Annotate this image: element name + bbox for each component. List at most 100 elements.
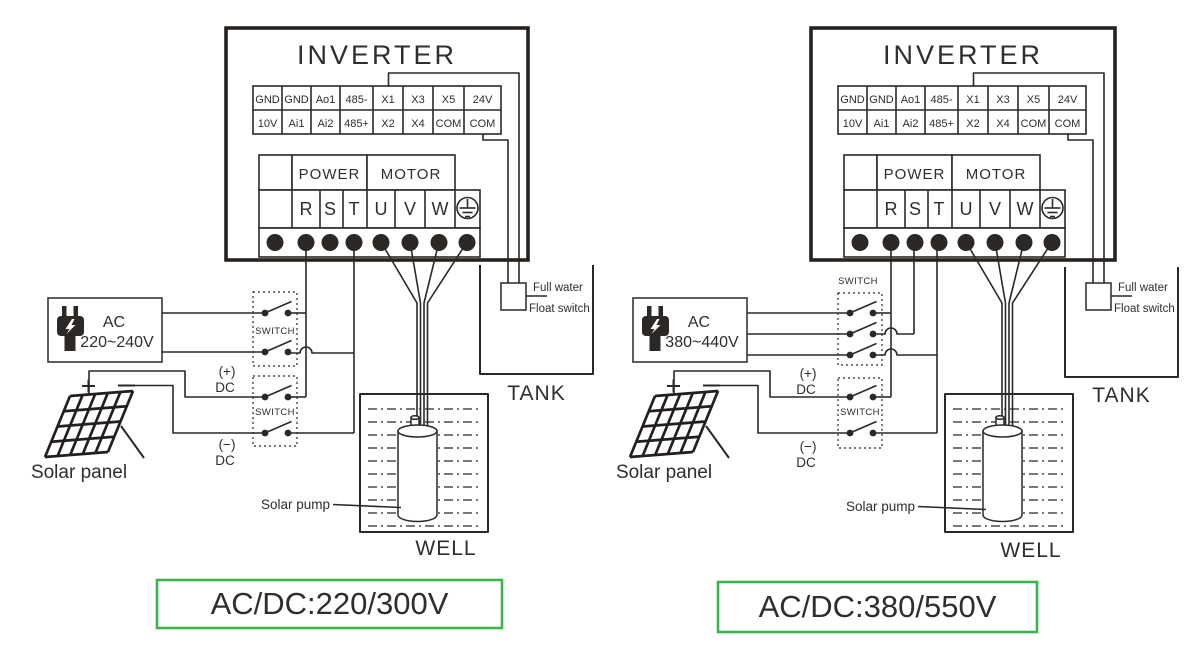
solar-panel-label: Solar panel bbox=[31, 462, 127, 483]
plug-icon bbox=[642, 306, 669, 351]
phase-label: S bbox=[324, 199, 336, 219]
switch-icon bbox=[261, 339, 292, 356]
terminal-label: X2 bbox=[966, 118, 979, 130]
terminal-label: Ai1 bbox=[874, 118, 890, 130]
power-label: POWER bbox=[884, 166, 946, 183]
rating-text: AC/DC:380/550V bbox=[759, 589, 997, 624]
full-water-label: Full water bbox=[533, 282, 583, 294]
well-box bbox=[359, 393, 489, 533]
dc-minus-label: (−) bbox=[219, 437, 236, 452]
left-rating-badge: AC/DC:220/300V bbox=[155, 578, 504, 630]
ac-label: AC bbox=[103, 314, 125, 331]
solar-pump-icon bbox=[397, 414, 438, 523]
phase-label: U bbox=[960, 199, 973, 219]
ground-symbol-icon bbox=[456, 196, 479, 220]
solar-panel-icon bbox=[43, 379, 145, 459]
switch-icon bbox=[846, 420, 877, 437]
dc-word-label: DC bbox=[215, 453, 235, 468]
solar-pump-icon bbox=[982, 414, 1023, 523]
motor-wires bbox=[965, 241, 1053, 434]
tank-label: TANK bbox=[507, 382, 565, 405]
terminal-label: X5 bbox=[1027, 94, 1040, 106]
inverter-title: INVERTER bbox=[297, 40, 457, 70]
terminal-label: Ao1 bbox=[316, 94, 336, 106]
solar-pump-label: Solar pump bbox=[261, 497, 330, 512]
phase-label: W bbox=[1017, 199, 1034, 219]
float-switch-label: Float switch bbox=[1114, 303, 1175, 315]
phase-wires bbox=[290, 242, 355, 434]
well-box bbox=[944, 393, 1074, 533]
terminal-label: X1 bbox=[966, 94, 979, 106]
terminal-label: 485- bbox=[345, 94, 367, 106]
terminal-label: GND bbox=[284, 94, 309, 106]
solar-panel-label: Solar panel bbox=[616, 462, 712, 483]
power-label: POWER bbox=[299, 166, 361, 183]
solar-pump-pointer bbox=[332, 503, 402, 509]
inverter-box bbox=[809, 26, 1117, 262]
switch-icon bbox=[846, 384, 877, 401]
terminal-label: 10V bbox=[258, 118, 278, 130]
solar-pump-pointer bbox=[917, 505, 987, 511]
plus-terminal bbox=[667, 379, 680, 393]
float-switch-wires bbox=[387, 72, 520, 283]
float-switch bbox=[1085, 282, 1132, 311]
switch-icon bbox=[846, 321, 877, 338]
rating-text: AC/DC:220/300V bbox=[211, 586, 449, 621]
terminal-label: COM bbox=[1021, 118, 1047, 130]
phase-label: V bbox=[404, 199, 416, 219]
phase-label: S bbox=[909, 199, 921, 219]
phase-label: V bbox=[989, 199, 1001, 219]
plus-terminal bbox=[82, 379, 95, 393]
terminal-label: X4 bbox=[996, 118, 1009, 130]
dc-plus-label: (+) bbox=[800, 366, 817, 381]
terminal-label: 485+ bbox=[344, 118, 369, 130]
ac-switch-group bbox=[837, 292, 883, 366]
solar-panel-icon bbox=[628, 379, 730, 459]
dc-switch-group: SWITCH bbox=[252, 375, 298, 447]
terminal-label: COM bbox=[436, 118, 462, 130]
terminal-label: COM bbox=[1055, 118, 1081, 130]
motor-label: MOTOR bbox=[966, 166, 1027, 183]
dc-wires bbox=[673, 370, 850, 434]
terminal-label: 24V bbox=[473, 94, 493, 106]
terminal-label: 10V bbox=[843, 118, 863, 130]
terminal-label: X5 bbox=[442, 94, 455, 106]
phase-label: W bbox=[432, 199, 449, 219]
dc-plus-label: (+) bbox=[219, 364, 236, 379]
dc-word-label: DC bbox=[215, 380, 235, 395]
ground-symbol-icon bbox=[1041, 196, 1064, 220]
phase-label: U bbox=[375, 199, 388, 219]
solar-pump-label: Solar pump bbox=[846, 499, 915, 514]
well-label: WELL bbox=[415, 537, 476, 560]
terminal-label: GND bbox=[255, 94, 280, 106]
terminal-label: 24V bbox=[1058, 94, 1078, 106]
terminal-label: X1 bbox=[381, 94, 394, 106]
switch-label: SWITCH bbox=[255, 407, 295, 418]
tank-outline bbox=[1064, 267, 1179, 378]
terminal-strip: GND GND Ao1 485- X1 X3 X5 24V 10V Ai1 Ai… bbox=[837, 85, 1087, 135]
float-switch-label: Float switch bbox=[529, 303, 590, 315]
terminal-label: Ai1 bbox=[289, 118, 305, 130]
ac-source-box: AC 380~440V bbox=[632, 297, 748, 363]
terminal-label: X3 bbox=[411, 94, 424, 106]
phase-label: R bbox=[885, 199, 898, 219]
terminal-strip: GND GND Ao1 485- X1 X3 X5 24V 10V Ai1 Ai… bbox=[252, 85, 502, 135]
inverter-box bbox=[224, 26, 530, 262]
phase-label: T bbox=[349, 199, 360, 219]
right-diagram: INVERTER GND GND Ao1 485- X1 X3 X5 24V 1… bbox=[616, 26, 1179, 562]
float-switch-wires bbox=[972, 72, 1105, 283]
terminal-label: 485- bbox=[930, 94, 952, 106]
phase-label: T bbox=[934, 199, 945, 219]
dc-switch-group: SWITCH bbox=[837, 377, 883, 449]
terminal-label: Ai2 bbox=[903, 118, 919, 130]
phase-wires bbox=[875, 242, 938, 434]
motor-wires bbox=[380, 241, 468, 434]
ac-voltage-label: 380~440V bbox=[665, 334, 739, 351]
switch-icon bbox=[846, 300, 877, 317]
dc-word-label: DC bbox=[796, 382, 816, 397]
inverter-title: INVERTER bbox=[883, 40, 1043, 70]
dc-minus-label: (−) bbox=[800, 439, 817, 454]
power-motor-block: POWER MOTOR R S T U V W bbox=[258, 154, 481, 258]
tank-label: TANK bbox=[1092, 384, 1150, 407]
